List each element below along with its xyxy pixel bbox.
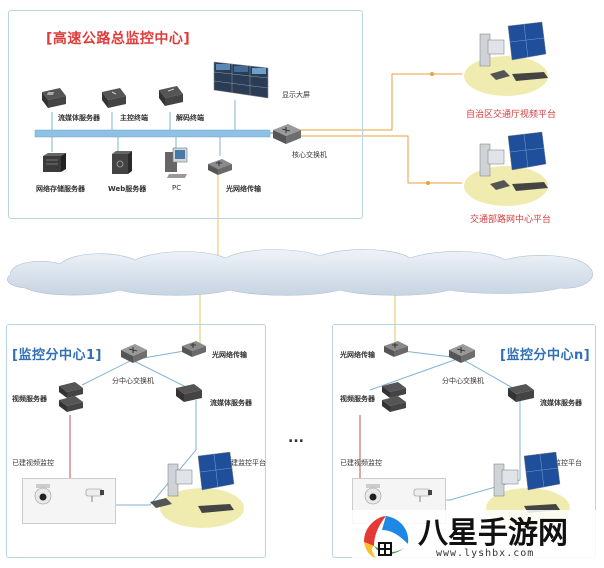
optical-transmit-icon [206,156,234,182]
display-wall-label: 显示大屏 [282,91,310,99]
branch1-optical-icon [180,338,208,364]
branch1-existing-platform-label: 已建监控平台 [224,459,266,467]
branch1-box [6,324,266,558]
branchN-existing-platform-label: 已建监控平台 [540,459,582,467]
storage-server-icon [40,152,66,180]
branch1-optical-label: 光网络传输 [212,351,247,359]
pc-label: PC [172,184,182,192]
branchN-dome-camera-icon [362,484,384,512]
decode-terminal-icon [155,82,185,112]
branch1-title: [监控分中心1] [12,348,102,363]
branch1-stream-server-label: 流媒体服务器 [210,399,252,407]
region-platform-icon [462,20,558,102]
watermark-brand: 八星手游网 [418,516,568,551]
branchN-stream-server-icon [504,380,538,410]
branch1-switch-icon [118,340,150,370]
branch1-video-server-label: 视频服务器 [12,395,47,403]
display-wall-icon [208,58,274,110]
core-switch-icon [270,120,304,152]
web-server-icon [108,150,132,182]
branchN-optical-icon [382,338,410,364]
pc-icon [163,146,191,184]
branch1-existing-monitor-label: 已建视频监控 [12,459,54,467]
main-control-label: 主控终端 [120,114,148,122]
branchN-optical-label: 光网络传输 [340,351,375,359]
branchN-title: [监控分中心n] [500,348,591,363]
watermark-logo-icon [356,512,414,568]
branchN-switch-icon [446,340,478,370]
branchN-stream-server-label: 流媒体服务器 [540,399,582,407]
stream-server-icon [38,84,68,114]
branchN-video-server-label: 视频服务器 [340,395,375,403]
branch1-video-server-icon [55,378,87,418]
ministry-platform-label: 交通部路网中心平台 [470,215,552,225]
branchN-existing-monitor-label: 已建视频监控 [340,459,382,467]
optical-transmit-label: 光网络传输 [226,185,261,193]
watermark-url: www.lyshbx.com [436,548,535,559]
branch1-stream-server-icon [172,380,206,410]
branch-ellipsis: ... [288,430,304,446]
region-platform-label: 自治区交通厅视频平台 [466,110,557,120]
branchN-switch-label: 分中心交换机 [442,377,484,385]
branch1-switch-label: 分中心交换机 [112,377,154,385]
decode-terminal-label: 解码终端 [176,114,204,122]
storage-server-label: 网络存储服务器 [36,185,85,193]
branchN-video-server-icon [378,378,410,418]
ministry-platform-icon [462,130,558,212]
bullet-camera-icon [84,486,106,510]
hq-center-box [8,10,363,219]
branch1-platform-icon [148,451,244,534]
network-cloud [7,249,593,296]
hq-title: [高速公路总监控中心] [46,31,191,47]
stream-server-label: 流媒体服务器 [58,114,100,122]
branchN-bullet-camera-icon [412,486,434,510]
core-switch-label: 核心交换机 [292,151,327,159]
dome-camera-icon [32,484,54,512]
web-server-label: Web服务器 [108,185,147,193]
main-control-icon [98,84,128,114]
